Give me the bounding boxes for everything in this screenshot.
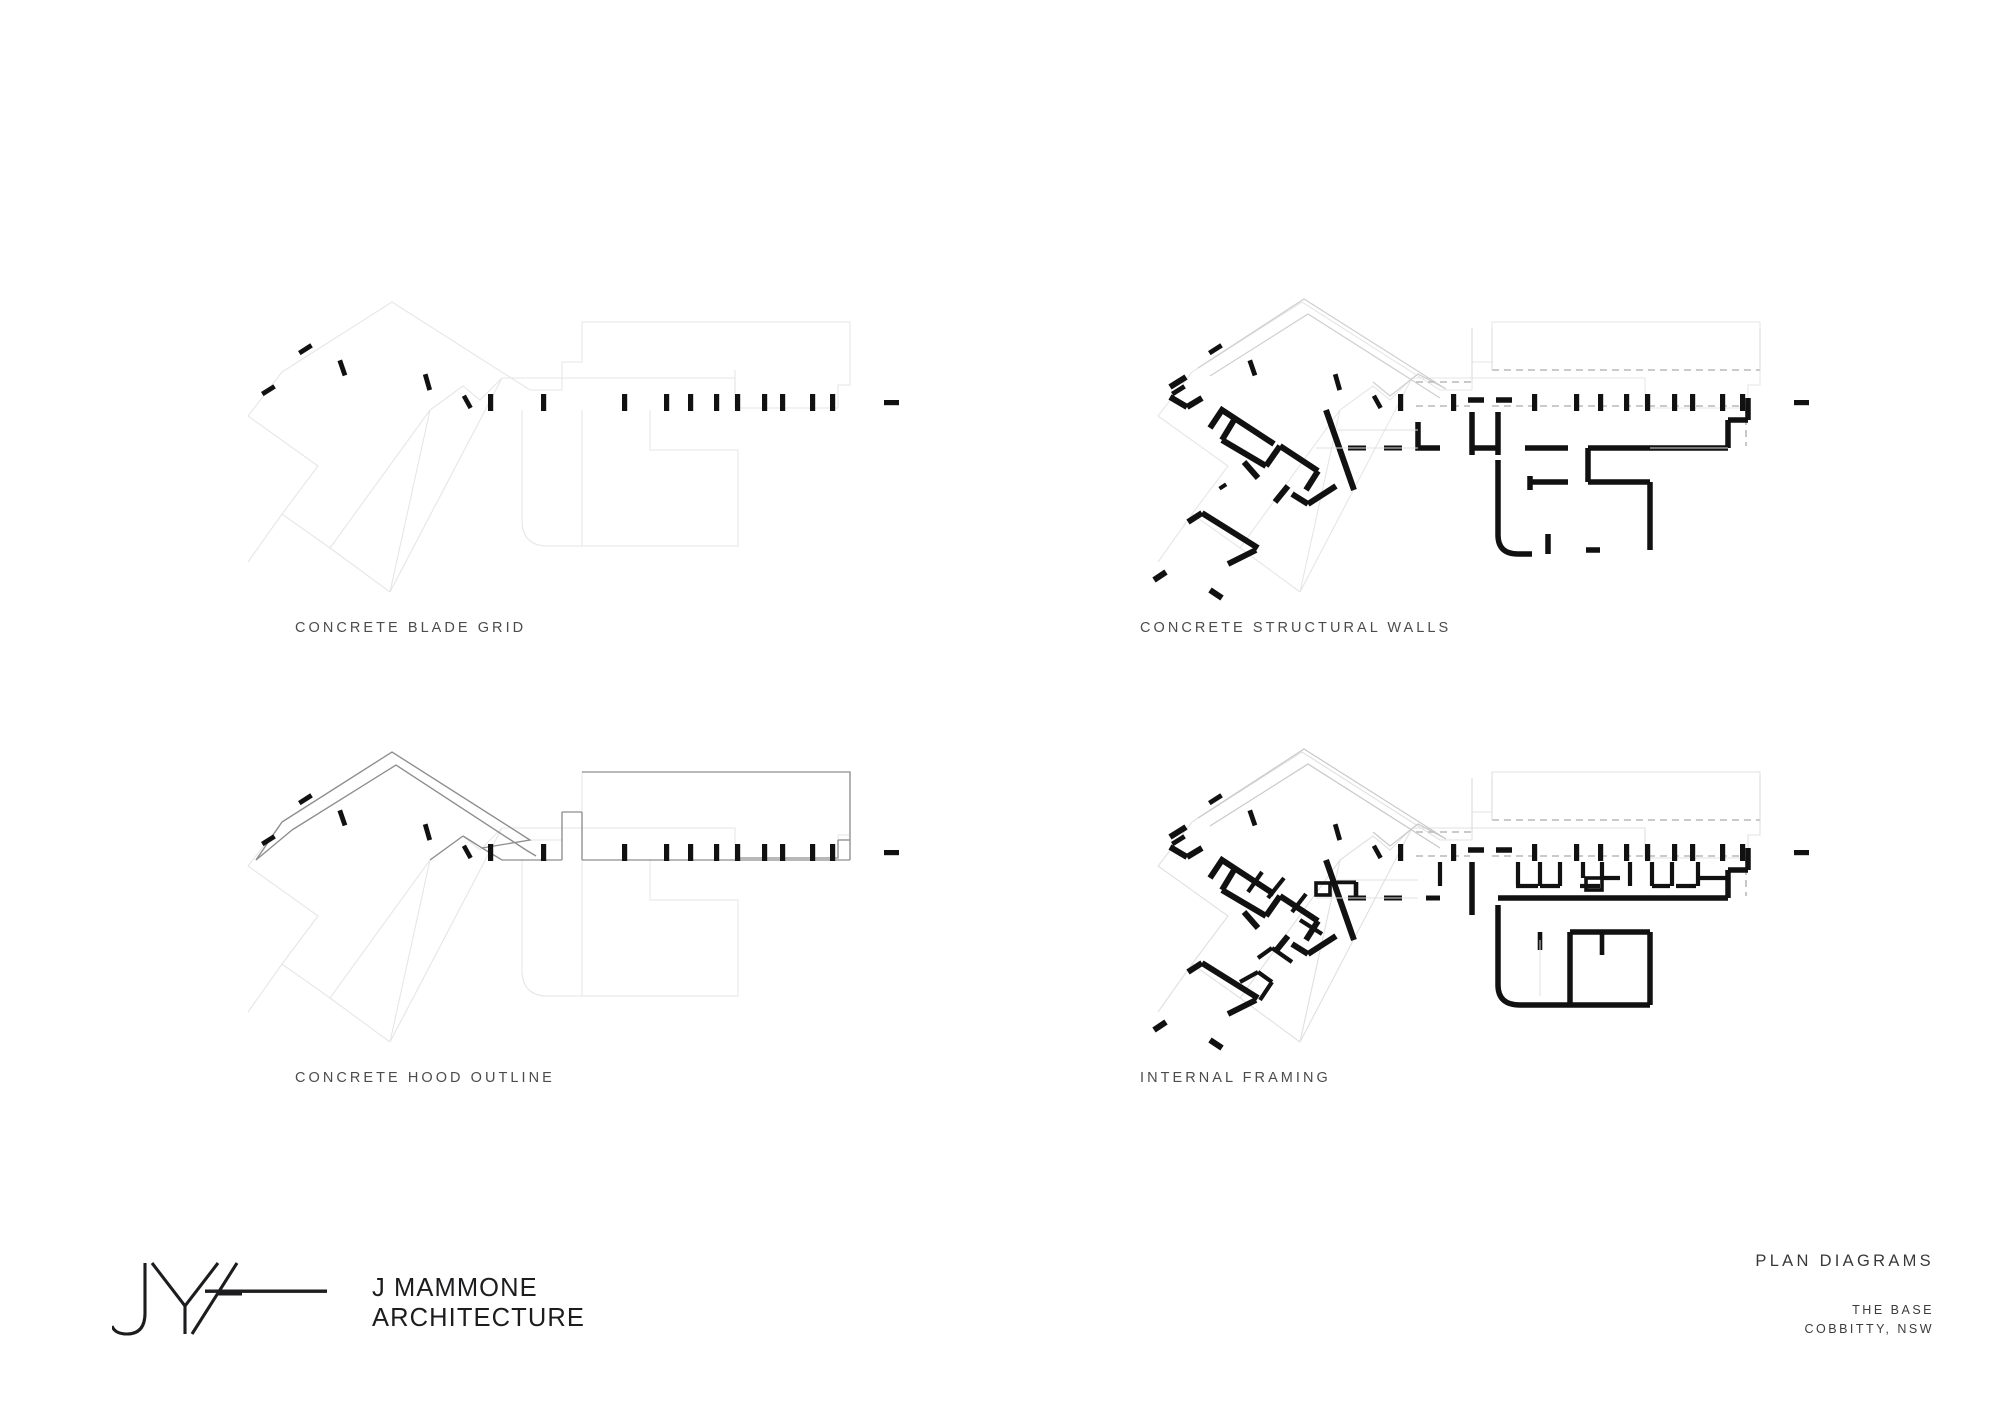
concrete-blades [261, 793, 899, 861]
plan-drawing-hood-outline [247, 751, 899, 1043]
diagram-caption: CONCRETE BLADE GRID [295, 620, 527, 636]
concrete-blades [1171, 343, 1809, 411]
diagram-concrete-blade-grid[interactable]: CONCRETE BLADE GRID [230, 250, 1130, 720]
diagram-caption: CONCRETE STRUCTURAL WALLS [1140, 620, 1452, 636]
structural-walls-east-wing [1468, 847, 1751, 1008]
hood-band-outline [255, 751, 851, 861]
partition-stub-walls [1330, 879, 1605, 955]
diagram-internal-framing[interactable]: INTERNAL FRAMING [1140, 700, 2000, 1170]
structural-walls-west-wing [1152, 824, 1357, 1051]
roof-thin-line [1471, 328, 1761, 382]
practice-logo[interactable]: J MAMMONE ARCHITECTURE [112, 1258, 585, 1346]
roof-thin-line [1471, 778, 1761, 832]
structural-wall-dot-west [1218, 482, 1228, 491]
plan-drawing-structural-walls [1152, 298, 1809, 601]
diagram-caption: INTERNAL FRAMING [1140, 1070, 1331, 1086]
thin-connector-lines [1316, 429, 1728, 449]
jma-monogram-icon [112, 1262, 327, 1336]
logo-wordmark-line-1: J MAMMONE [372, 1273, 538, 1302]
structural-walls-west-wing [1152, 374, 1357, 601]
concrete-blades [1171, 793, 1809, 861]
diagram-concrete-structural-walls[interactable]: CONCRETE STRUCTURAL WALLS [1140, 250, 2000, 720]
project-name: THE BASE [1852, 1303, 1934, 1317]
diagram-concrete-hood-outline[interactable]: CONCRETE HOOD OUTLINE [230, 700, 1130, 1170]
project-location: COBBITTY, NSW [1804, 1322, 1934, 1337]
internal-partitions-west-wing [1238, 870, 1324, 1002]
terrace-outline [521, 860, 739, 997]
diagram-caption: CONCRETE HOOD OUTLINE [295, 1070, 555, 1086]
terrace-outline [521, 410, 739, 547]
partition-small-room [1314, 876, 1604, 897]
concrete-blades [261, 343, 899, 411]
plan-drawing-blade-grid [247, 301, 899, 593]
title-block: PLAN DIAGRAMS THE BASE COBBITTY, NSW [1755, 1252, 1934, 1340]
logo-wordmark-line-2: ARCHITECTURE [372, 1304, 585, 1332]
logo-wordmark: J MAMMONE ARCHITECTURE [372, 1273, 585, 1333]
thin-connector-lines [1316, 879, 1541, 996]
building-footprint-outline [247, 301, 851, 593]
project-info: THE BASE COBBITTY, NSW [1755, 1301, 1934, 1340]
structural-walls-east-wing [1415, 397, 1751, 557]
building-footprint-outline [247, 751, 851, 1043]
plan-drawing-internal-framing [1152, 748, 1809, 1051]
diagram-grid: CONCRETE BLADE GRID [230, 250, 2000, 1170]
sheet-title: PLAN DIAGRAMS [1755, 1252, 1934, 1270]
internal-partitions-east-wing [1437, 862, 1728, 889]
logo-crossbar [205, 1289, 327, 1293]
